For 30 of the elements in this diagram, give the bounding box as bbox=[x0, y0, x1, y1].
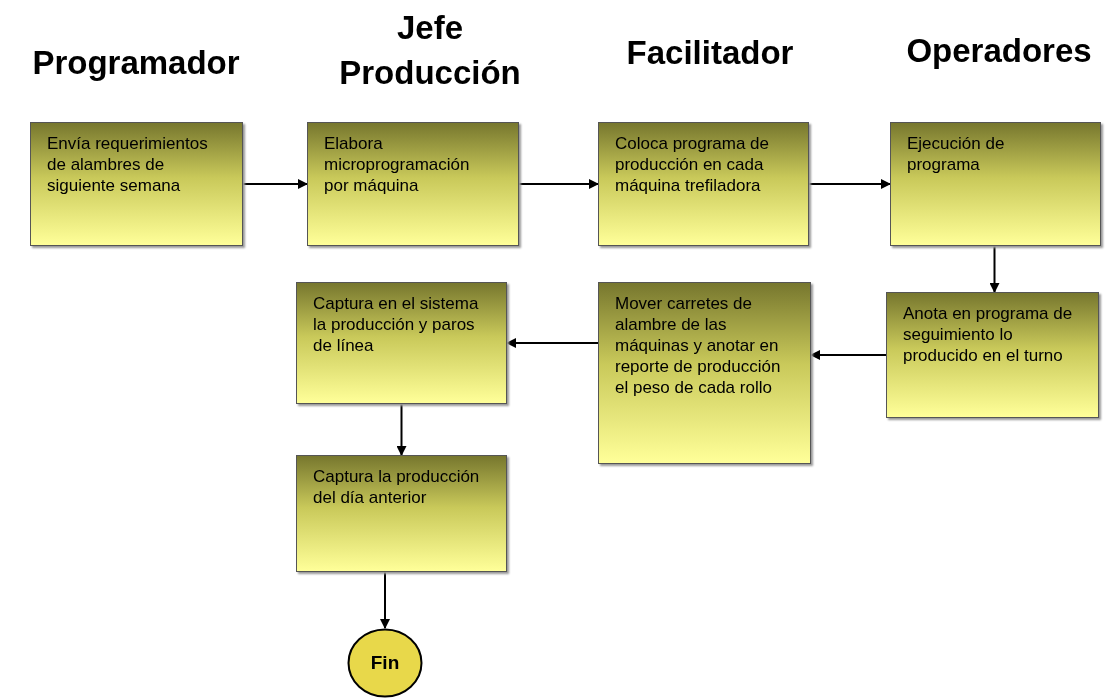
step-text: Envía requerimientos de alambres de siguiente semana bbox=[47, 133, 209, 196]
step-text: Captura en el sistema la producción y paros de línea bbox=[313, 293, 480, 356]
arrow bbox=[380, 571, 390, 629]
step-text: Coloca programa de producción en cada máquina trefiladora bbox=[615, 133, 771, 196]
step-text: Ejecución de programa bbox=[907, 133, 1006, 175]
column-heading: Programador bbox=[31, 43, 241, 83]
process-box bbox=[296, 282, 507, 404]
arrow bbox=[506, 338, 599, 348]
step-text: Fin bbox=[369, 652, 401, 674]
arrow bbox=[808, 179, 891, 189]
step-text: Elabora microprogramación por máquina bbox=[324, 133, 471, 196]
step-text: Anota en programa de seguimiento lo producido en el turno bbox=[903, 303, 1074, 366]
arrow bbox=[396, 403, 407, 456]
process-box bbox=[307, 122, 519, 246]
arrow bbox=[989, 245, 1000, 293]
column-heading: Facilitador bbox=[625, 33, 795, 73]
process-box bbox=[598, 122, 809, 246]
step-text: Captura la producción del día anterior bbox=[313, 466, 481, 508]
process-box bbox=[296, 455, 507, 572]
end-circle bbox=[347, 628, 423, 698]
process-box bbox=[890, 122, 1101, 246]
process-box bbox=[30, 122, 243, 246]
process-box bbox=[886, 292, 1099, 418]
arrow bbox=[242, 179, 308, 189]
column-heading: Operadores bbox=[905, 31, 1093, 71]
process-box bbox=[598, 282, 811, 464]
arrow bbox=[810, 350, 887, 360]
arrow bbox=[518, 179, 599, 189]
step-text: Mover carretes de alambre de las máquinas y anotar en reporte de producción el peso de cada rollo bbox=[615, 293, 782, 398]
column-heading: Jefe Producción bbox=[338, 8, 522, 93]
